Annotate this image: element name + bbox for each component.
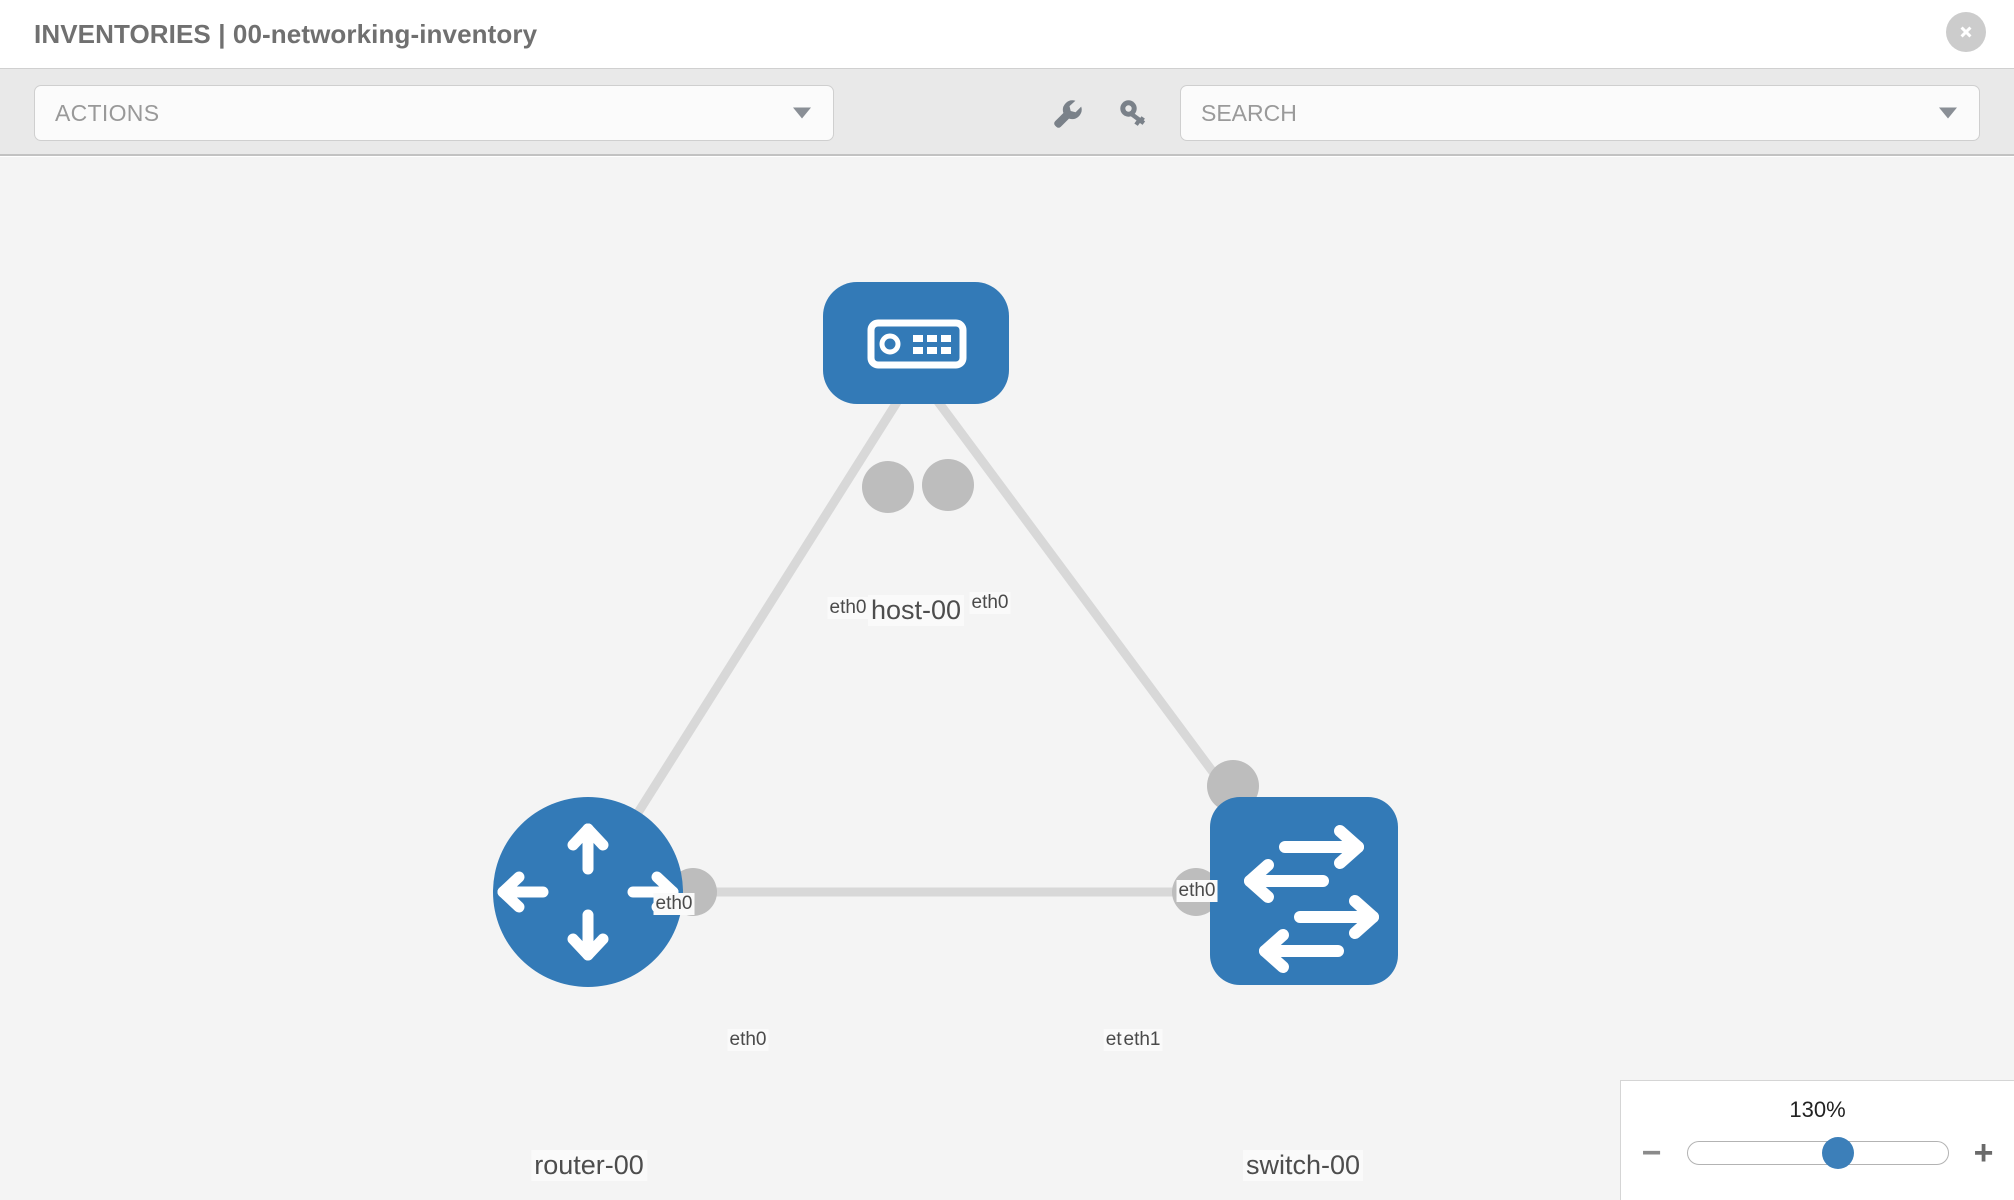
- node-label-switch-00: switch-00: [1242, 1150, 1364, 1181]
- search-input[interactable]: [1201, 99, 1929, 127]
- iface-label: eth0: [827, 597, 869, 619]
- chevron-down-icon[interactable]: [1939, 107, 1957, 119]
- key-icon: [1120, 100, 1146, 126]
- zoom-slider-thumb[interactable]: [1822, 1137, 1855, 1169]
- zoom-in-button[interactable]: +: [1973, 1134, 1994, 1172]
- actions-dropdown[interactable]: ACTIONS: [34, 85, 834, 141]
- switch-icon: [1244, 825, 1379, 973]
- actions-dropdown-label: ACTIONS: [55, 99, 160, 126]
- permissions-key-button[interactable]: [1108, 87, 1160, 139]
- router-icon: [497, 823, 679, 961]
- zoom-control: 130% − +: [1620, 1080, 2014, 1200]
- search-field-wrapper[interactable]: [1180, 85, 1980, 141]
- zoom-slider-track[interactable]: [1686, 1137, 1949, 1169]
- wrench-icon: [1054, 100, 1082, 128]
- zoom-out-button[interactable]: −: [1641, 1134, 1662, 1172]
- breadcrumb: INVENTORIES | 00-networking-inventory: [34, 18, 538, 49]
- iface-label: eth0: [653, 893, 695, 915]
- node-label-router-00: router-00: [531, 1150, 647, 1181]
- topology-graph: [493, 282, 1398, 987]
- node-switch-00: [1210, 797, 1398, 985]
- node-label-host-00: host-00: [867, 595, 965, 626]
- link-host00-router00: [584, 369, 920, 895]
- node-host-00: [823, 282, 1009, 404]
- zoom-percent-label: 130%: [1789, 1097, 1846, 1122]
- server-icon: [867, 319, 967, 369]
- close-button[interactable]: [1946, 12, 1986, 52]
- iface-label: eth0: [969, 592, 1011, 614]
- iface-dot-host00-right: [922, 459, 974, 511]
- iface-label: eth0: [727, 1029, 769, 1051]
- iface-label: eth0: [1176, 880, 1218, 902]
- topology-canvas[interactable]: eth0 eth0 eth0 eth0 eth0 eth eth1 host-0…: [0, 157, 2014, 1200]
- close-icon: [1960, 26, 1972, 38]
- iface-dot-host00-left: [862, 461, 914, 513]
- chevron-down-icon: [793, 107, 811, 119]
- page-header: INVENTORIES | 00-networking-inventory: [0, 0, 2014, 68]
- topology-toolbar: ACTIONS: [0, 68, 2014, 156]
- topology-interfaces: [669, 459, 1259, 916]
- node-router-00: [493, 797, 683, 987]
- topology-links: [584, 369, 1306, 897]
- iface-label: eth1: [1121, 1029, 1163, 1051]
- settings-wrench-button[interactable]: [1040, 87, 1092, 139]
